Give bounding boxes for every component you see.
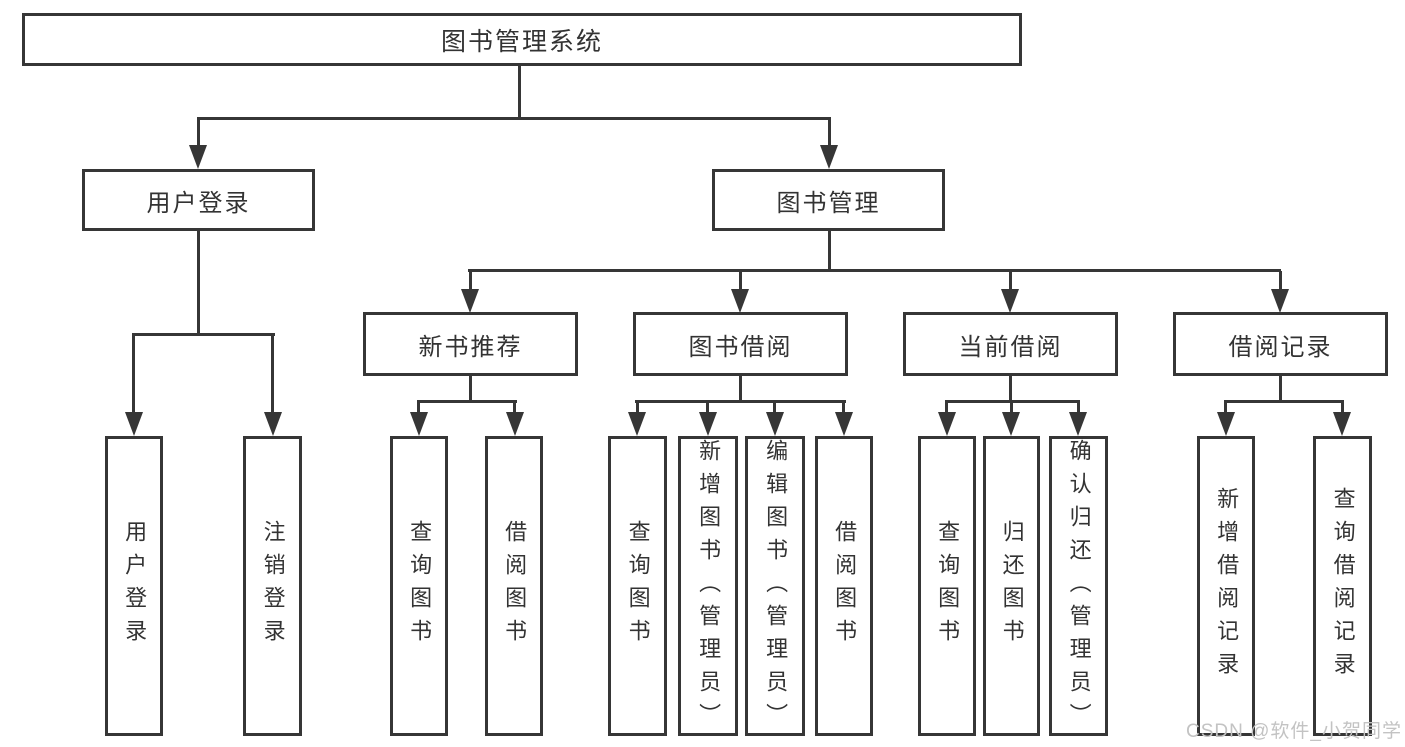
node-book-borrowing-label: 图书借阅 — [688, 333, 793, 361]
arrowhead-to-book-management — [820, 145, 838, 169]
node-borrowing-records-label: 借阅记录 — [1228, 333, 1333, 361]
node-new-book-recommend: 新书推荐 — [363, 312, 578, 376]
connector-new-book-split — [417, 400, 517, 403]
leaf-query-books-recommend-label: 查询图书 — [407, 520, 433, 652]
leaf-user-login-label: 用户登录 — [122, 520, 148, 652]
arrowhead-to-leaf — [766, 412, 784, 436]
leaf-query-books-borrowing: 查询图书 — [608, 436, 667, 736]
arrowhead-to-book-borrowing — [731, 289, 749, 313]
leaf-add-borrow-record: 新增借阅记录 — [1197, 436, 1255, 736]
connector-current-borrowing-stub — [1009, 376, 1012, 402]
connector-to-leaf — [842, 402, 845, 413]
connector-to-leaf — [706, 402, 709, 413]
node-current-borrowing: 当前借阅 — [903, 312, 1118, 376]
arrowhead-to-leaf — [1333, 412, 1351, 436]
arrowhead-to-leaf — [699, 412, 717, 436]
leaf-borrow-books-borrowing-label: 借阅图书 — [832, 520, 858, 652]
leaf-borrow-books-borrowing: 借阅图书 — [815, 436, 873, 736]
leaf-borrow-books-recommend: 借阅图书 — [485, 436, 543, 736]
leaf-add-borrow-record-label: 新增借阅记录 — [1214, 487, 1240, 685]
watermark: CSDN @软件_小贺同学 — [1186, 721, 1402, 742]
connector-to-leaf — [636, 402, 639, 413]
connector-to-leaf — [1010, 402, 1013, 413]
arrowhead-to-leaf — [410, 412, 428, 436]
node-book-management: 图书管理 — [712, 169, 945, 231]
node-current-borrowing-label: 当前借阅 — [958, 333, 1063, 361]
connector-book-management-stub — [828, 231, 831, 271]
connector-to-borrowing-records — [1279, 271, 1282, 291]
connector-to-leaf — [773, 402, 776, 413]
connector-to-book-borrowing — [739, 271, 742, 291]
arrowhead-to-leaf — [1002, 412, 1020, 436]
connector-root-stub — [518, 66, 521, 119]
connector-current-borrowing-split — [945, 400, 1080, 403]
arrowhead-to-current-borrowing — [1001, 289, 1019, 313]
arrowhead-to-leaf — [938, 412, 956, 436]
leaf-confirm-return-admin-label: 确认归还（管理员） — [1066, 439, 1092, 736]
leaf-query-borrow-record: 查询借阅记录 — [1313, 436, 1372, 736]
arrowhead-to-leaf — [1217, 412, 1235, 436]
node-user-login-label: 用户登录 — [146, 189, 251, 217]
connector-level3-split — [468, 269, 1281, 272]
connector-to-leaf — [945, 402, 948, 413]
leaf-query-books-recommend: 查询图书 — [390, 436, 448, 736]
leaf-logout: 注销登录 — [243, 436, 302, 736]
connector-to-leaf — [1077, 402, 1080, 413]
connector-to-leaf — [513, 402, 516, 413]
leaf-return-books-label: 归还图书 — [999, 520, 1025, 652]
connector-to-leaf — [417, 402, 420, 413]
arrowhead-to-leaf — [835, 412, 853, 436]
connector-to-new-book — [469, 271, 472, 291]
leaf-query-books-current-label: 查询图书 — [935, 520, 961, 652]
leaf-query-books-borrowing-label: 查询图书 — [625, 520, 651, 652]
connector-book-borrowing-split — [635, 400, 846, 403]
leaf-edit-books-admin-label: 编辑图书（管理员） — [763, 439, 789, 736]
arrowhead-to-borrowing-records — [1271, 289, 1289, 313]
node-book-borrowing: 图书借阅 — [633, 312, 848, 376]
arrowhead-to-logout-leaf — [264, 412, 282, 436]
leaf-borrow-books-recommend-label: 借阅图书 — [502, 520, 528, 652]
connector-to-login-leaf — [132, 335, 135, 413]
connector-borrowing-records-split — [1224, 400, 1344, 403]
connector-to-current-borrowing — [1009, 271, 1012, 291]
node-user-login: 用户登录 — [82, 169, 315, 231]
connector-new-book-stub — [469, 376, 472, 402]
leaf-confirm-return-admin: 确认归还（管理员） — [1049, 436, 1108, 736]
connector-to-user-login — [197, 119, 200, 147]
node-borrowing-records: 借阅记录 — [1173, 312, 1388, 376]
arrowhead-to-leaf — [628, 412, 646, 436]
arrowhead-to-leaf — [506, 412, 524, 436]
node-root-label: 图书管理系统 — [440, 27, 603, 56]
leaf-edit-books-admin: 编辑图书（管理员） — [745, 436, 805, 736]
leaf-query-borrow-record-label: 查询借阅记录 — [1330, 487, 1356, 685]
connector-to-leaf — [1224, 402, 1227, 413]
leaf-logout-label: 注销登录 — [260, 520, 286, 652]
leaf-query-books-current: 查询图书 — [918, 436, 976, 736]
connector-book-borrowing-stub — [739, 376, 742, 402]
leaf-user-login: 用户登录 — [105, 436, 163, 736]
arrowhead-to-login-leaf — [125, 412, 143, 436]
node-book-management-label: 图书管理 — [776, 189, 881, 217]
arrowhead-to-user-login — [189, 145, 207, 169]
connector-user-login-split — [132, 333, 275, 336]
node-root: 图书管理系统 — [22, 13, 1022, 66]
arrowhead-to-leaf — [1069, 412, 1087, 436]
leaf-return-books: 归还图书 — [983, 436, 1040, 736]
leaf-add-books-admin: 新增图书（管理员） — [678, 436, 738, 736]
node-new-book-recommend-label: 新书推荐 — [418, 333, 523, 361]
leaf-add-books-admin-label: 新增图书（管理员） — [696, 439, 722, 736]
connector-to-book-management — [828, 119, 831, 147]
connector-to-leaf — [1341, 402, 1344, 413]
connector-user-login-stub — [197, 231, 200, 335]
connector-borrowing-records-stub — [1279, 376, 1282, 402]
arrowhead-to-new-book — [461, 289, 479, 313]
connector-to-logout-leaf — [271, 335, 274, 413]
connector-level1-split — [197, 117, 831, 120]
